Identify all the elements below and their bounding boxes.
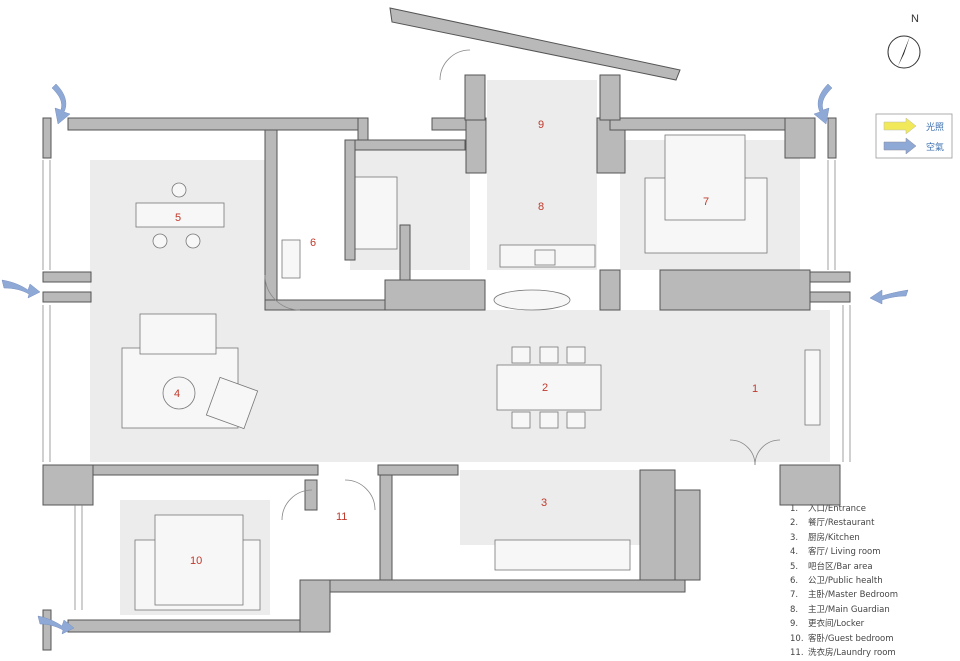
- room-number-8: 8: [538, 201, 544, 213]
- legend-item: 6.公卫/Public health: [790, 575, 883, 586]
- north-arrow-icon: [898, 36, 910, 66]
- legend-item: 2.餐厅/Restaurant: [790, 518, 875, 529]
- room-number-9: 9: [538, 119, 544, 131]
- legend-item: 3.厨房/Kitchen: [790, 532, 860, 543]
- walls: [42, 7, 851, 651]
- air-flow-arrows: [1, 83, 909, 635]
- legend-item: 7.主卧/Master Bedroom: [790, 590, 899, 601]
- door-swings: [264, 49, 781, 521]
- furniture: [121, 134, 821, 611]
- room-number-7: 7: [703, 196, 709, 208]
- air-arrow-icon: [883, 137, 917, 155]
- north-compass: N: [887, 13, 921, 69]
- legend-item: 4.客厅/ Living room: [790, 547, 881, 558]
- air-arrow-icon: [1, 279, 41, 299]
- air-arrow-icon: [51, 83, 71, 125]
- light-arrow-icon: [883, 117, 917, 135]
- room-number-2: 2: [542, 382, 548, 394]
- room-number-1: 1: [752, 383, 758, 395]
- key-air-label: 空氣: [926, 141, 944, 153]
- key-light-label: 光照: [926, 121, 944, 133]
- room-number-3: 3: [541, 497, 547, 509]
- legend-item: 9.更衣间/Locker: [790, 619, 865, 630]
- legend-item: 11.洗衣房/Laundry room: [790, 647, 896, 658]
- legend: 1.入口/Entrance 2.餐厅/Restaurant 3.厨房/Kitch…: [790, 502, 955, 660]
- air-arrow-icon: [813, 83, 833, 125]
- air-arrow-icon: [869, 289, 909, 305]
- legend-item: 5.吧台区/Bar area: [790, 561, 873, 572]
- room-numbers: 1 2 3 4 5 6 7 8 9 10 11: [174, 119, 758, 567]
- legend-item: 8.主卫/Main Guardian: [790, 604, 890, 615]
- room-number-11: 11: [336, 511, 347, 523]
- room-number-10: 10: [190, 555, 202, 567]
- windows: [42, 160, 851, 610]
- north-label: N: [911, 13, 919, 25]
- room-number-5: 5: [175, 212, 181, 224]
- room-number-6: 6: [310, 237, 316, 249]
- air-arrow-icon: [37, 615, 75, 635]
- legend-item: 10.客卧/Guest bedroom: [790, 633, 894, 644]
- key-box: 光照 空氣: [875, 113, 953, 159]
- compass-circle: [887, 35, 921, 69]
- legend-item: 1.入口/Entrance: [790, 504, 866, 514]
- room-number-4: 4: [174, 388, 180, 400]
